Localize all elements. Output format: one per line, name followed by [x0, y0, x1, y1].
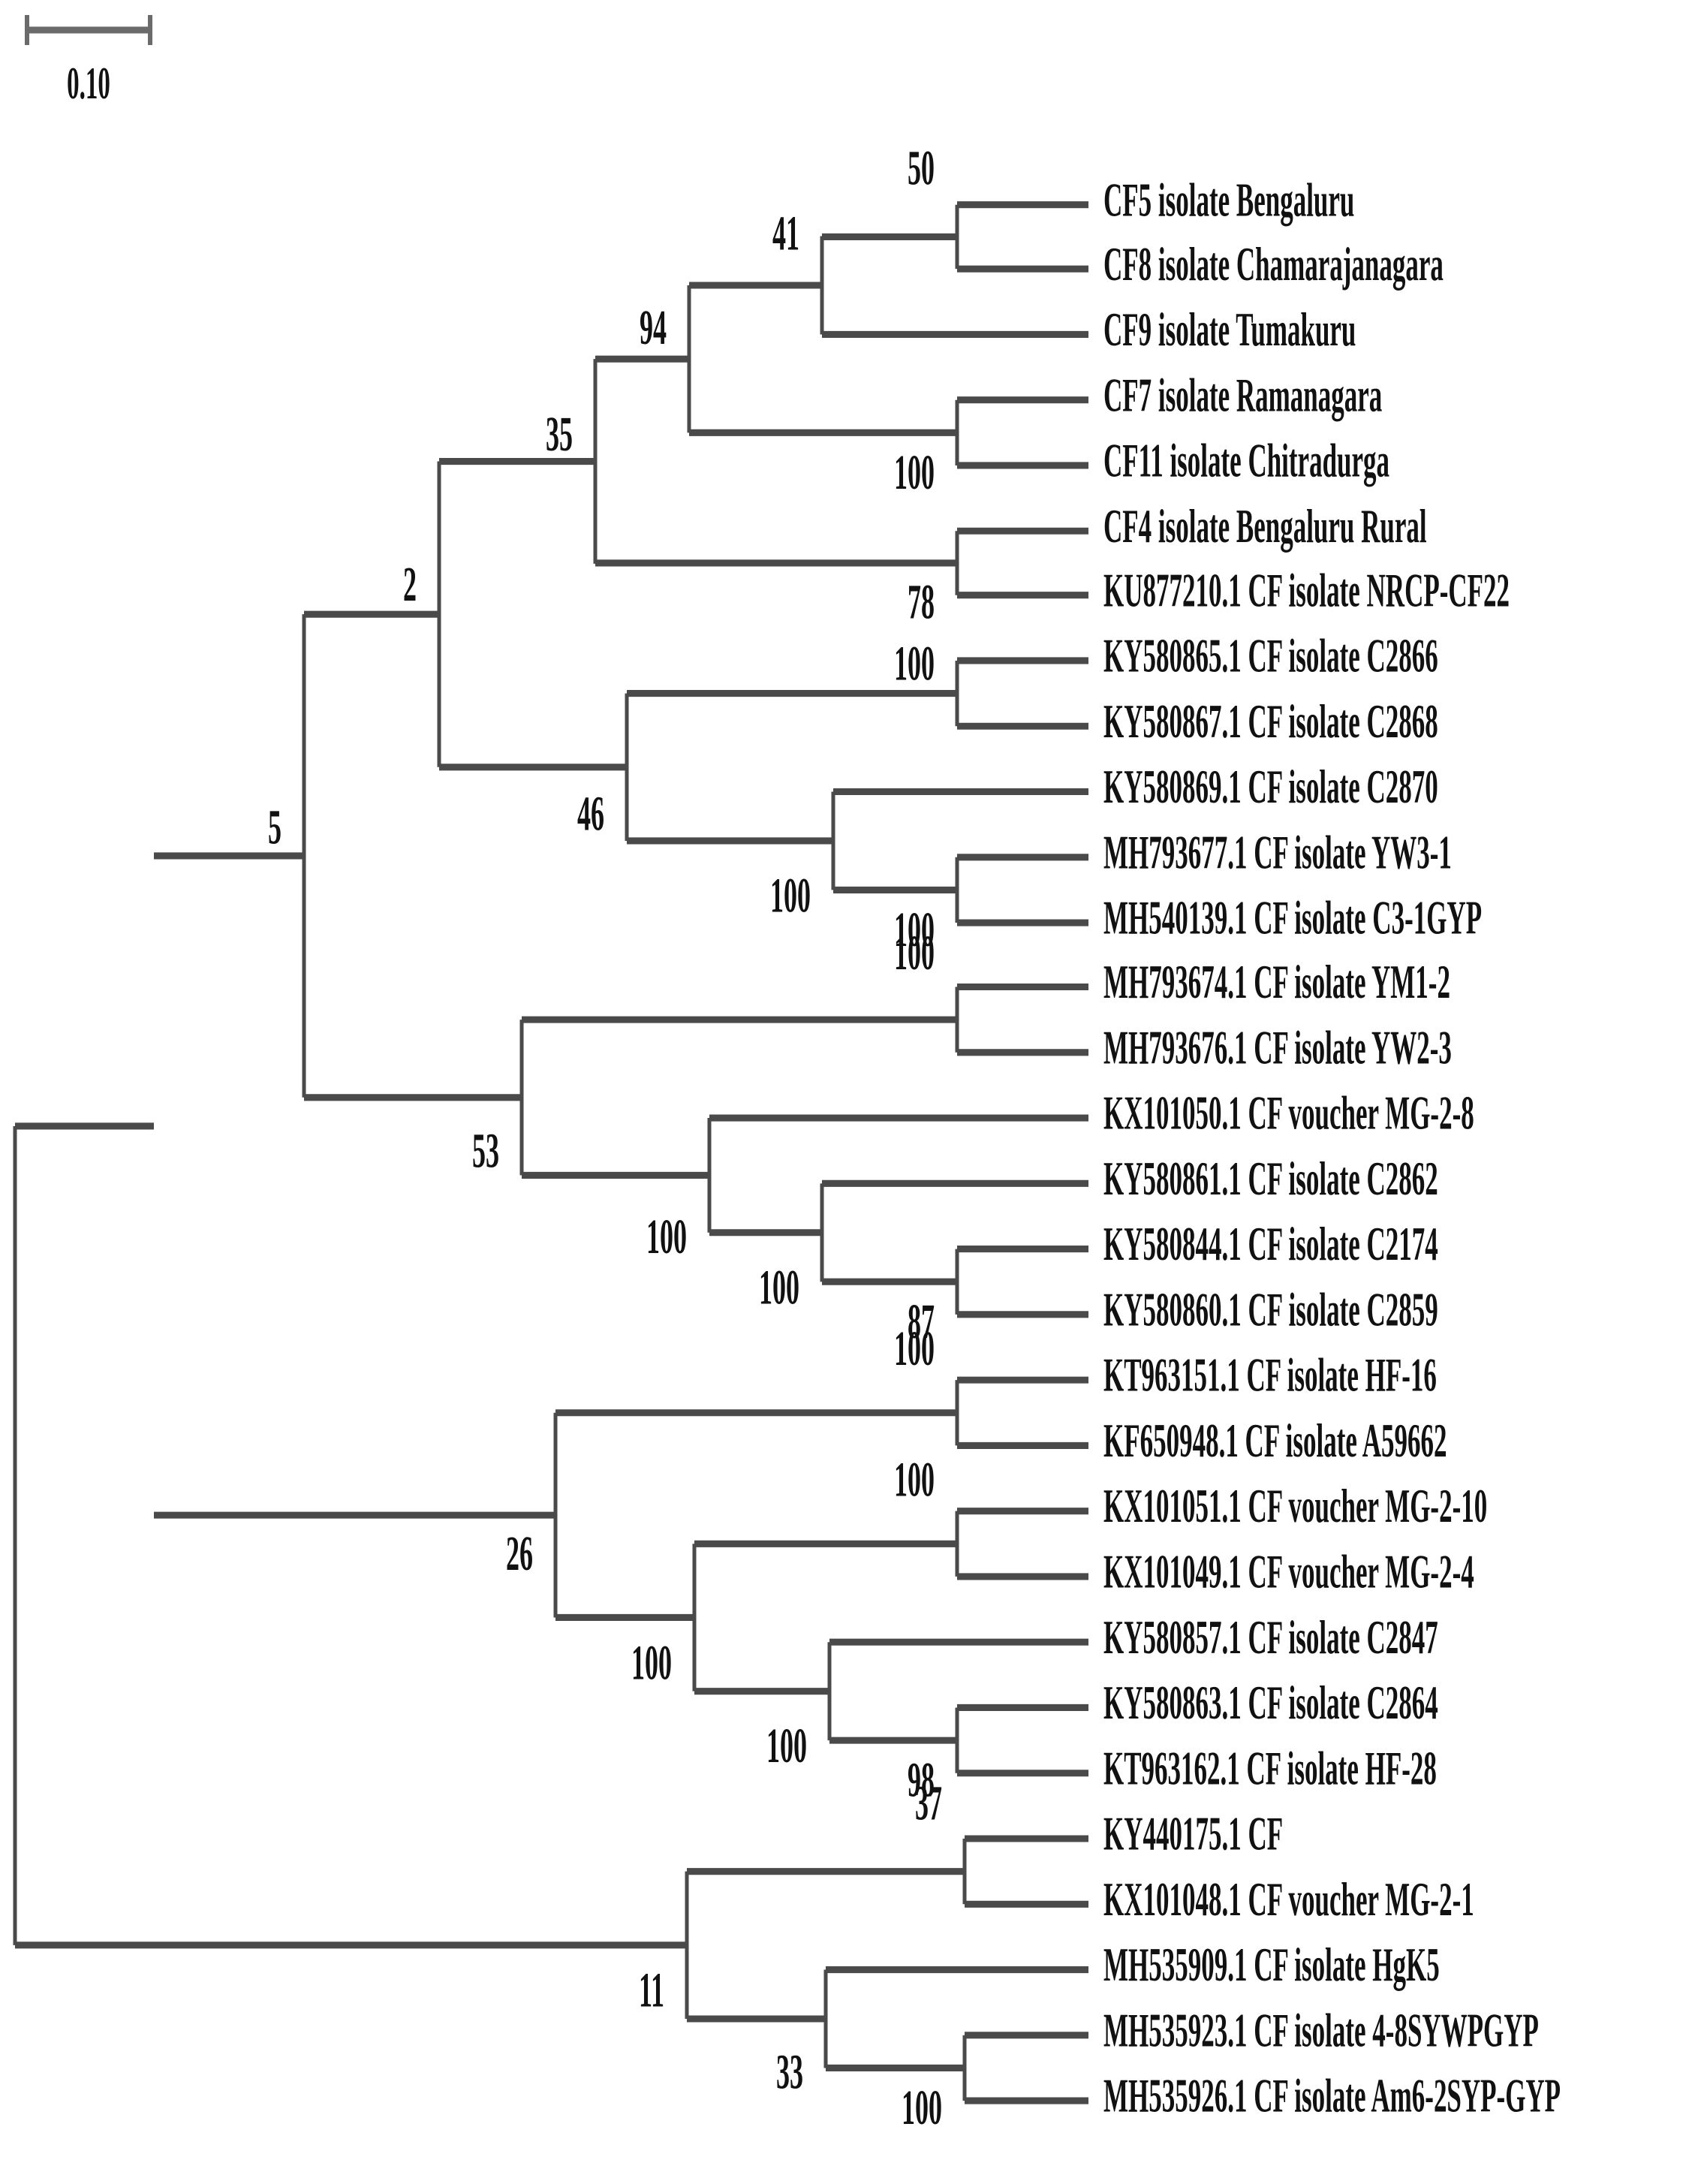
bootstrap-value-37: 37: [915, 1777, 942, 1831]
bootstrap-value-100: 100: [646, 1210, 687, 1264]
taxon-label: KY580860.1 CF isolate C2859: [1103, 1284, 1438, 1337]
bootstrap-value-100: 100: [894, 1453, 935, 1508]
bootstrap-value-100: 100: [894, 446, 935, 500]
bootstrap-value-5: 5: [268, 801, 281, 855]
bootstrap-value-33: 33: [776, 2046, 803, 2100]
bootstrap-value-41: 41: [772, 207, 799, 261]
taxon-label: KX101051.1 CF voucher MG-2-10: [1103, 1481, 1487, 1534]
bootstrap-value-87: 87: [908, 1295, 935, 1349]
taxon-label: MH793677.1 CF isolate YW3-1: [1103, 827, 1452, 880]
bootstrap-value-100: 100: [894, 637, 935, 691]
bootstrap-value-35: 35: [546, 408, 573, 462]
taxon-label: KY580861.1 CF isolate C2862: [1103, 1152, 1438, 1206]
taxon-label: KX101048.1 CF voucher MG-2-1: [1103, 1873, 1474, 1926]
taxon-label: CF8 isolate Chamarajanagara: [1103, 238, 1444, 291]
taxon-label: MH535923.1 CF isolate 4-8SYWPGYP: [1103, 2005, 1539, 2058]
branch-lines: [13, 201, 1088, 2104]
taxon-label: KX101050.1 CF voucher MG-2-8: [1103, 1087, 1474, 1140]
taxon-label: KY580865.1 CF isolate C2866: [1103, 630, 1438, 683]
bootstrap-value-100: 100: [894, 903, 935, 957]
taxon-label: KY580869.1 CF isolate C2870: [1103, 761, 1438, 814]
bootstrap-value-100: 100: [770, 869, 811, 923]
taxon-label: KT963151.1 CF isolate HF-16: [1103, 1349, 1437, 1402]
scale-bar: 0.10: [25, 14, 152, 109]
bootstrap-value-98: 98: [908, 1754, 935, 1808]
taxon-label: CF11 isolate Chitradurga: [1103, 435, 1389, 488]
taxon-label: KY580844.1 CF isolate C2174: [1103, 1218, 1438, 1271]
taxon-label: KF650948.1 CF isolate A59662: [1103, 1414, 1447, 1468]
bootstrap-value-100: 100: [894, 1322, 935, 1376]
bootstrap-value-100: 100: [902, 2081, 942, 2135]
taxon-label: KY440175.1 CF: [1103, 1808, 1283, 1861]
bootstrap-value-53: 53: [472, 1124, 499, 1178]
taxon-label: CF7 isolate Ramanagara: [1103, 369, 1382, 423]
taxon-label: MH540139.1 CF isolate C3-1GYP: [1103, 892, 1482, 945]
bootstrap-value-78: 78: [908, 576, 935, 630]
taxon-label: KU877210.1 CF isolate NRCP-CF22: [1103, 565, 1510, 618]
scale-bar-label: 0.10: [67, 59, 110, 109]
bootstrap-value-100: 100: [631, 1636, 672, 1690]
taxon-label: CF5 isolate Bengaluru: [1103, 174, 1354, 227]
taxon-label: KY580867.1 CF isolate C2868: [1103, 695, 1438, 749]
bootstrap-value-2: 2: [403, 558, 417, 612]
taxon-label: CF4 isolate Bengaluru Rural: [1103, 500, 1427, 553]
taxon-label: MH793676.1 CF isolate YW2-3: [1103, 1022, 1452, 1075]
taxon-label: MH535926.1 CF isolate Am6-2SYP-GYP: [1103, 2070, 1561, 2123]
taxon-label: MH535909.1 CF isolate HgK5: [1103, 1938, 1440, 1992]
bootstrap-value-100: 100: [766, 1719, 807, 1773]
bootstrap-value-11: 11: [639, 1964, 664, 2018]
bootstrap-value-50: 50: [908, 141, 935, 195]
taxon-label: MH793674.1 CF isolate YM1-2: [1103, 956, 1450, 1009]
taxon-label: KY580863.1 CF isolate C2864: [1103, 1676, 1438, 1730]
bootstrap-support-labels: 5041100947835100100100462100871001005351…: [268, 141, 942, 2134]
bootstrap-value-100: 100: [759, 1261, 799, 1315]
taxon-label: CF9 isolate Tumakuru: [1103, 303, 1356, 357]
bootstrap-value-46: 46: [577, 787, 604, 841]
taxon-label: KX101049.1 CF voucher MG-2-4: [1103, 1546, 1474, 1599]
taxon-label: KY580857.1 CF isolate C2847: [1103, 1611, 1438, 1664]
bootstrap-value-26: 26: [506, 1527, 533, 1581]
bootstrap-value-100: 100: [894, 926, 935, 981]
bootstrap-value-94: 94: [640, 301, 667, 355]
taxon-label: KT963162.1 CF isolate HF-28: [1103, 1743, 1437, 1796]
